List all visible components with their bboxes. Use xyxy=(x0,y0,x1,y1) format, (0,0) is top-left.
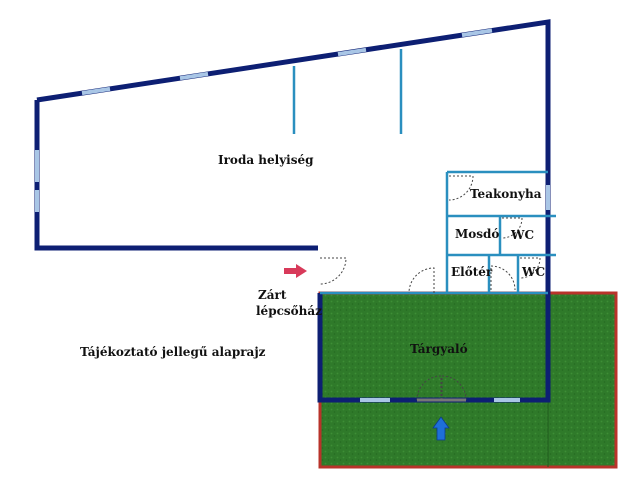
wc-upper-label: WC xyxy=(510,228,534,242)
outer-walls xyxy=(34,19,551,403)
note-label: Tájékoztató jellegű alaprajz xyxy=(80,345,266,359)
windows-top xyxy=(81,28,493,96)
garden-area xyxy=(318,291,618,469)
stair-label-line1: Zárt xyxy=(258,288,287,302)
office-label: Iroda helyiség xyxy=(218,153,314,167)
hall-label: Előtér xyxy=(451,265,493,279)
stair-label-line2: lépcsőház xyxy=(256,304,322,318)
washroom-label: Mosdó xyxy=(455,227,499,241)
garden-exit-arrow-icon xyxy=(432,416,450,441)
meeting-label: Tárgyaló xyxy=(410,342,468,356)
wc-lower-label: WC xyxy=(521,265,545,279)
entrance-arrow-icon xyxy=(284,264,307,278)
door-swings xyxy=(319,175,541,401)
kitchen-label: Teakonyha xyxy=(470,187,542,201)
interior-walls xyxy=(292,49,548,295)
